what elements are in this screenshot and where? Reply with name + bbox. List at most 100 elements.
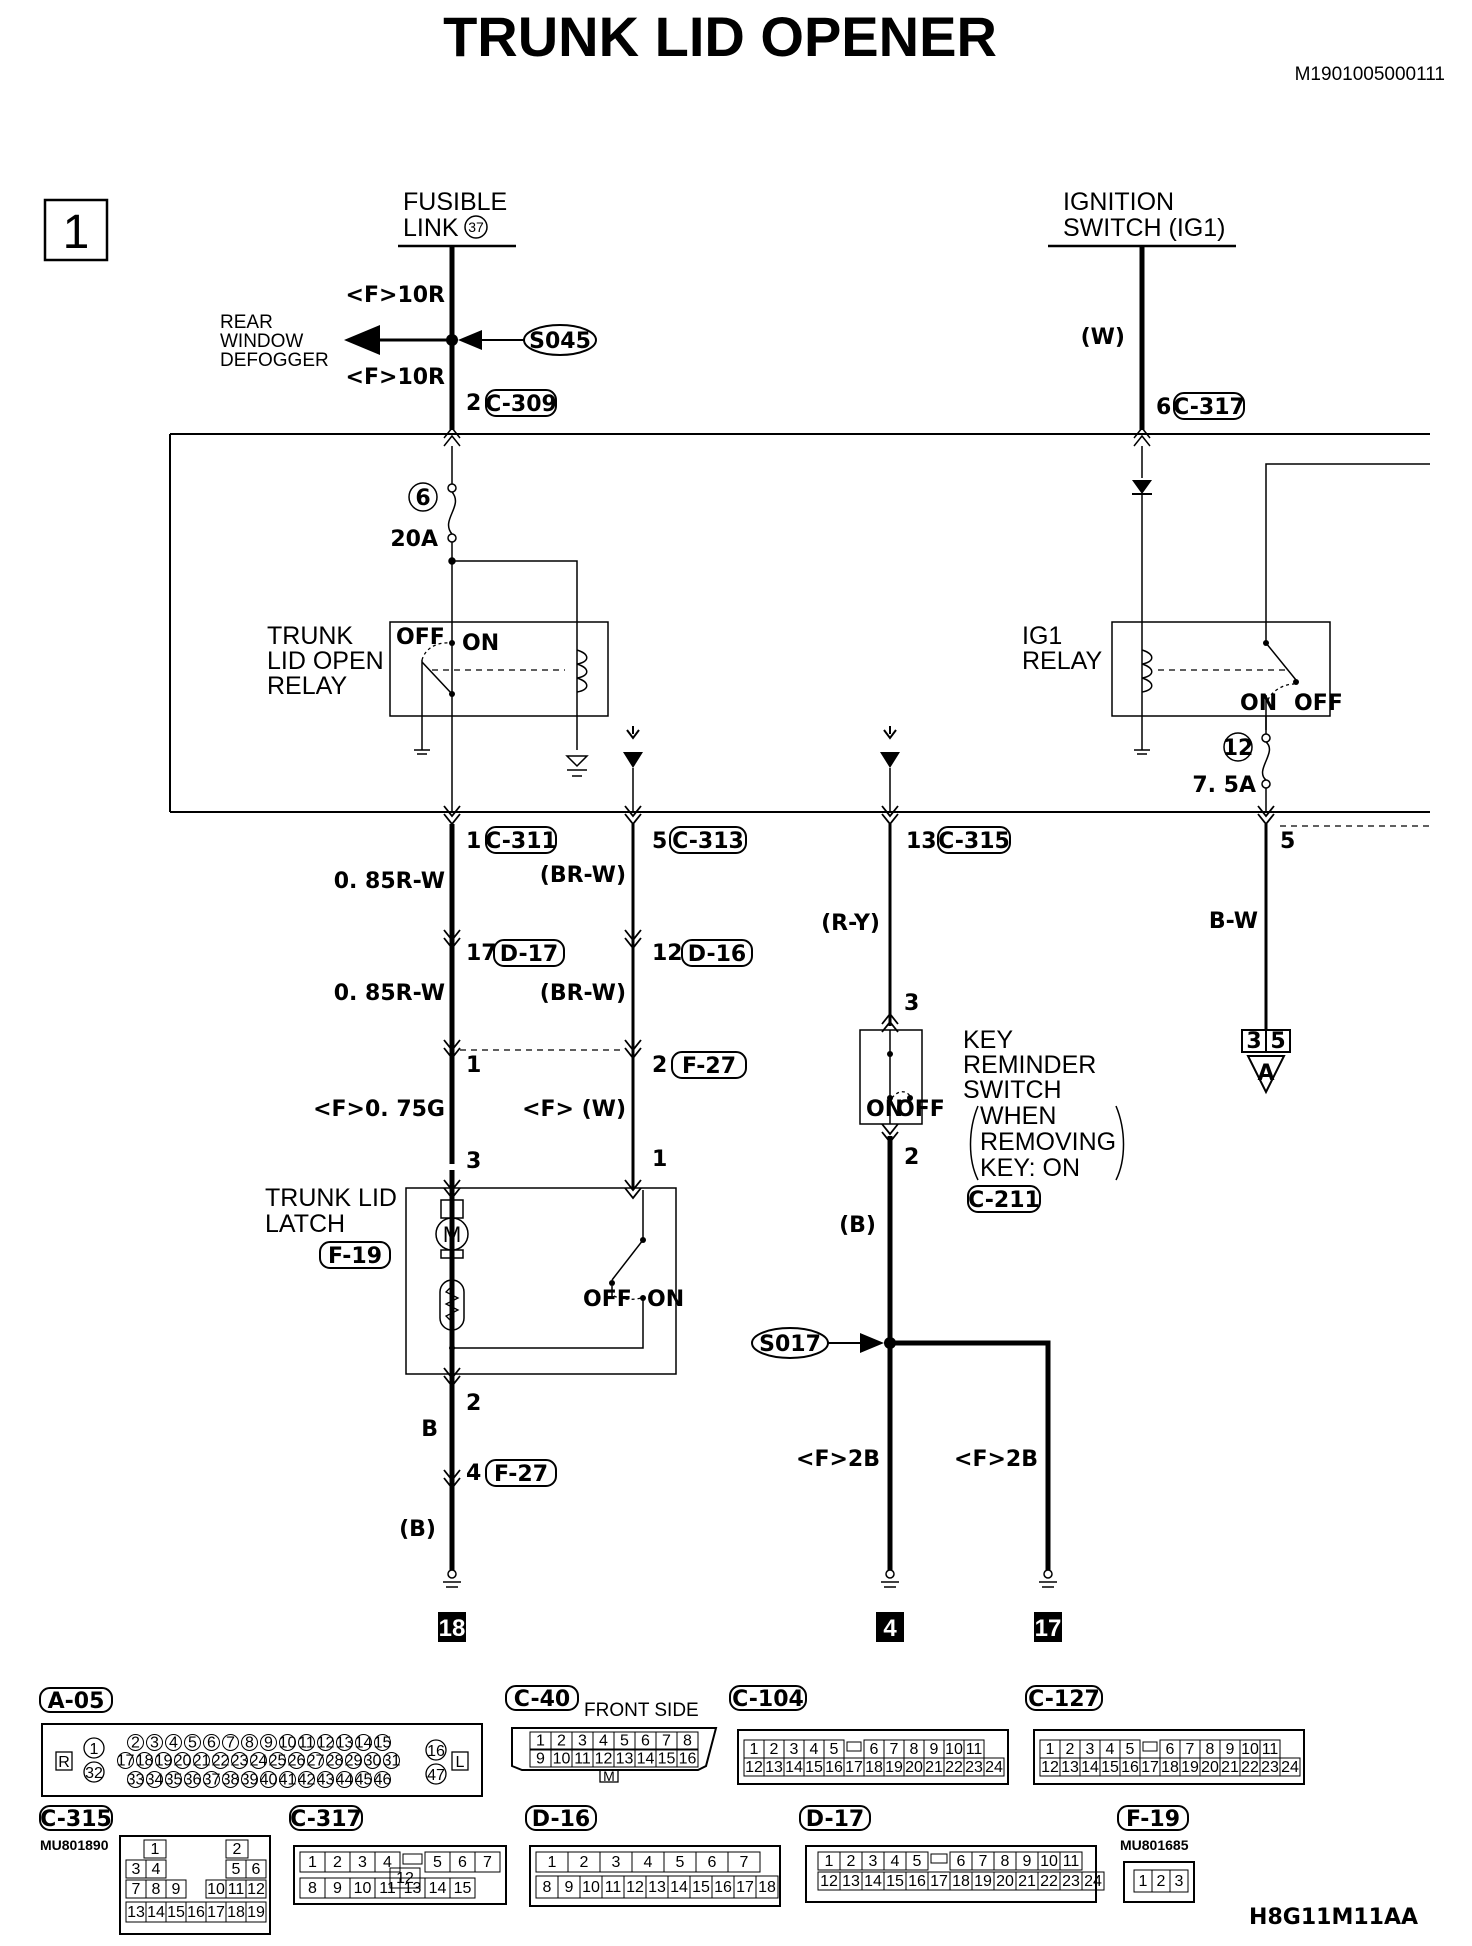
wire-label-r-w-a: 0. 85R-W: [334, 869, 445, 894]
cv-c40-pin-1: 1: [536, 1733, 545, 1750]
cv-c40-pin-3: 3: [578, 1733, 587, 1750]
key-switch-label-1: KEY: [963, 1026, 1013, 1054]
fusible-link-label: FUSIBLE: [403, 188, 507, 216]
cv-d16-pin-12: 12: [626, 1879, 644, 1896]
cv-c104-pin-4: 4: [810, 1741, 819, 1758]
cv-c315-pin-13: 13: [127, 1904, 145, 1921]
rear-defogger-label-1: REAR: [220, 312, 273, 333]
rear-defogger-branch: REAR WINDOW DEFOGGER: [220, 312, 452, 371]
cv-c317-pin-10: 10: [354, 1880, 372, 1897]
wire-label-r-y: (R-Y): [821, 911, 880, 936]
key-switch-label-3: SWITCH: [963, 1076, 1062, 1104]
d16-id: D-16: [688, 942, 746, 967]
wire-label-f075g: <F>0. 75G: [313, 1097, 445, 1122]
cv-d17-pin-16: 16: [908, 1873, 926, 1890]
inline-connectors: [443, 929, 899, 1490]
cv-d16-pin-18: 18: [758, 1879, 776, 1896]
cv-a05-pin-22: 22: [212, 1753, 230, 1770]
cv-c104-pin-5: 5: [830, 1741, 839, 1758]
c315-pin-5: 5: [1280, 829, 1295, 854]
cv-c40-pin-10: 10: [553, 1751, 571, 1768]
cv-d17-pin-23: 23: [1062, 1873, 1080, 1890]
ground-17-label: 17: [1035, 1615, 1062, 1642]
cv-a05-pin-13: 13: [336, 1735, 354, 1752]
ignition-switch-label: IGNITION: [1063, 188, 1174, 216]
cv-c315-pin-18: 18: [227, 1904, 245, 1921]
cv-c127-pin-19: 19: [1181, 1759, 1199, 1776]
f27b-id: F-27: [494, 1462, 548, 1487]
cv-c317-pin-3: 3: [358, 1854, 367, 1871]
cv-c317-pin-6: 6: [458, 1854, 467, 1871]
key-reminder-switch: 3 ON OFF KEY REMINDER SWITCH WHEN REMOVI…: [859, 991, 1125, 1213]
cv-c127-pin-21: 21: [1221, 1759, 1239, 1776]
cv-a05-pin-10: 10: [279, 1735, 297, 1752]
cv-c40-pin-11: 11: [574, 1751, 591, 1768]
box-top-connectors: [443, 426, 1151, 447]
key-pin-bottom: 2: [904, 1145, 919, 1170]
cv-d17-pin-7: 7: [979, 1853, 988, 1870]
cv-c40-pin-9: 9: [536, 1751, 545, 1768]
cv-c127-id: C-127: [1028, 1687, 1100, 1712]
cv-a05-pin-12: 12: [317, 1735, 335, 1752]
cv-c315-pin-15: 15: [167, 1904, 185, 1921]
cv-a05-pin-23: 23: [231, 1753, 249, 1770]
cv-c104-pin-23: 23: [965, 1759, 983, 1776]
ig1-relay-label-2: RELAY: [1022, 647, 1102, 675]
fuse-6-number: 6: [415, 486, 430, 511]
cv-a05-pin-40: 40: [260, 1772, 278, 1789]
splice-s045: S045: [458, 324, 597, 356]
connector-views: A-05 C-40 FRONT SIDE C-104 C-127 C-315 M…: [39, 1685, 1305, 1935]
cv-a05-pin-28: 28: [326, 1753, 344, 1770]
continuation-pin-3: 3: [1246, 1029, 1261, 1054]
c211-id: C-211: [968, 1188, 1040, 1213]
d16-pin: 12: [652, 941, 683, 966]
cv-a05-pin-14: 14: [355, 1735, 373, 1752]
cv-d17-pin-11: 11: [1063, 1853, 1080, 1870]
cv-a05-pin-2: 2: [131, 1735, 140, 1752]
cv-c317-pin-14: 14: [429, 1880, 447, 1897]
ground-4: 4: [876, 1569, 904, 1642]
wire-label-f10r-top: <F>10R: [346, 283, 446, 308]
cv-d17-pin-21: 21: [1018, 1873, 1036, 1890]
cv-a05-pin-15: 15: [374, 1735, 392, 1752]
cv-a05-pin-25: 25: [269, 1753, 287, 1770]
cv-a05-pin-47: 47: [427, 1767, 445, 1784]
cv-d17-pin-24: 24: [1084, 1873, 1102, 1890]
fusible-link-label-2: LINK: [403, 214, 459, 242]
wire-label-b-paren: (B): [399, 1517, 436, 1542]
figure-code: H8G11M11AA: [1249, 1905, 1418, 1930]
cv-a05-pin-34: 34: [146, 1772, 164, 1789]
cv-c317-id: C-317: [290, 1807, 362, 1832]
connector-f27a: 1 2 F-27: [460, 1049, 747, 1079]
d17-id: D-17: [500, 942, 558, 967]
cv-c315-pin-17: 17: [207, 1904, 225, 1921]
cv-c127-pin-7: 7: [1186, 1741, 1195, 1758]
cv-a05-pin-35: 35: [165, 1772, 183, 1789]
cv-c315-pin-14: 14: [147, 1904, 165, 1921]
cv-d17-pin-19: 19: [974, 1873, 992, 1890]
cv-c315-id: C-315: [40, 1807, 112, 1832]
page-title: TRUNK LID OPENER: [443, 5, 997, 68]
cv-a05-pin-42: 42: [298, 1772, 316, 1789]
cv-d17-pin-1: 1: [825, 1853, 834, 1870]
svg-text:M: M: [443, 1222, 461, 1247]
cv-c127-pin-3: 3: [1086, 1741, 1095, 1758]
cv-c40-pin-8: 8: [683, 1733, 692, 1750]
cv-c317-pin-7: 7: [483, 1854, 492, 1871]
fusible-link-source: FUSIBLE LINK 37: [398, 188, 516, 248]
connector-c311: 1 C-311: [466, 826, 557, 854]
cv-c317-pin-5: 5: [433, 1854, 442, 1871]
key-switch-note-1: WHEN: [980, 1102, 1056, 1130]
cv-a05-pin-31: 31: [383, 1753, 401, 1770]
cv-a05-pin-32: 32: [85, 1765, 103, 1782]
cv-c104-pin-12: 12: [745, 1759, 763, 1776]
cv-a05-pin-8: 8: [245, 1735, 254, 1752]
cv-a05-pin-44: 44: [336, 1772, 354, 1789]
cv-c104-pin-1: 1: [750, 1741, 759, 1758]
cv-c40-pin-5: 5: [620, 1733, 629, 1750]
cv-c104-id: C-104: [732, 1687, 804, 1712]
cv-c315-pin-16: 16: [187, 1904, 205, 1921]
cv-a05-pin-24: 24: [250, 1753, 268, 1770]
c309-pin: 2: [466, 391, 481, 416]
cv-a05-pin-30: 30: [364, 1753, 382, 1770]
